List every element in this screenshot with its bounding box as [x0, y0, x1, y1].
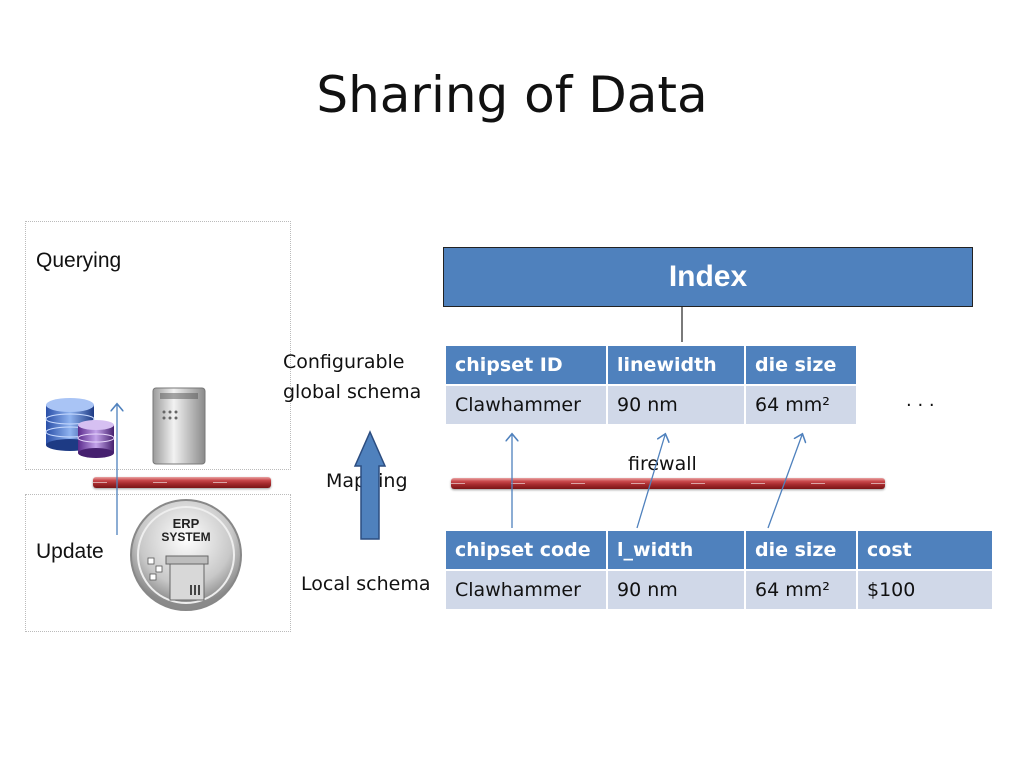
- firewall-label: firewall: [628, 453, 697, 475]
- local-schema-header-row: chipset code l_width die size cost: [444, 529, 994, 571]
- local-cell-l-width: 90 nm: [606, 569, 746, 611]
- local-schema-label: Local schema: [301, 573, 431, 595]
- global-cell-linewidth: 90 nm: [606, 384, 746, 426]
- local-header-chipset-code: chipset code: [444, 529, 608, 571]
- local-cell-chipset: Clawhammer: [444, 569, 608, 611]
- global-schema-header-row: chipset ID linewidth die size: [444, 344, 858, 386]
- local-header-die-size: die size: [744, 529, 858, 571]
- global-schema-data-row: Clawhammer 90 nm 64 mm²: [444, 384, 858, 426]
- local-schema-table: chipset code l_width die size cost Clawh…: [444, 529, 994, 611]
- mapping-label: Mapping: [326, 470, 408, 492]
- slide-title: Sharing of Data: [316, 66, 708, 124]
- erp-logo-line2: SYSTEM: [161, 530, 211, 544]
- local-cell-die-size: 64 mm²: [744, 569, 858, 611]
- configurable-label-line1: Configurable: [283, 351, 405, 373]
- update-label: Update: [36, 540, 104, 563]
- querying-label: Querying: [36, 249, 122, 272]
- local-header-cost: cost: [856, 529, 994, 571]
- local-schema-data-row: Clawhammer 90 nm 64 mm² $100: [444, 569, 994, 611]
- global-header-chipset-id: chipset ID: [444, 344, 608, 386]
- global-cell-chipset: Clawhammer: [444, 384, 608, 426]
- local-cell-cost: $100: [856, 569, 994, 611]
- global-schema-table: chipset ID linewidth die size Clawhammer…: [444, 344, 858, 426]
- configurable-label-line2: global schema: [283, 381, 422, 403]
- ellipsis: . . .: [906, 390, 935, 411]
- firewall-bar-right: [451, 478, 885, 489]
- global-header-die-size: die size: [744, 344, 858, 386]
- erp-logo-line1: ERP: [172, 516, 200, 531]
- firewall-bar-left: [93, 477, 271, 488]
- global-cell-die-size: 64 mm²: [744, 384, 858, 426]
- local-header-l-width: l_width: [606, 529, 746, 571]
- index-box: Index: [443, 247, 973, 307]
- global-header-linewidth: linewidth: [606, 344, 746, 386]
